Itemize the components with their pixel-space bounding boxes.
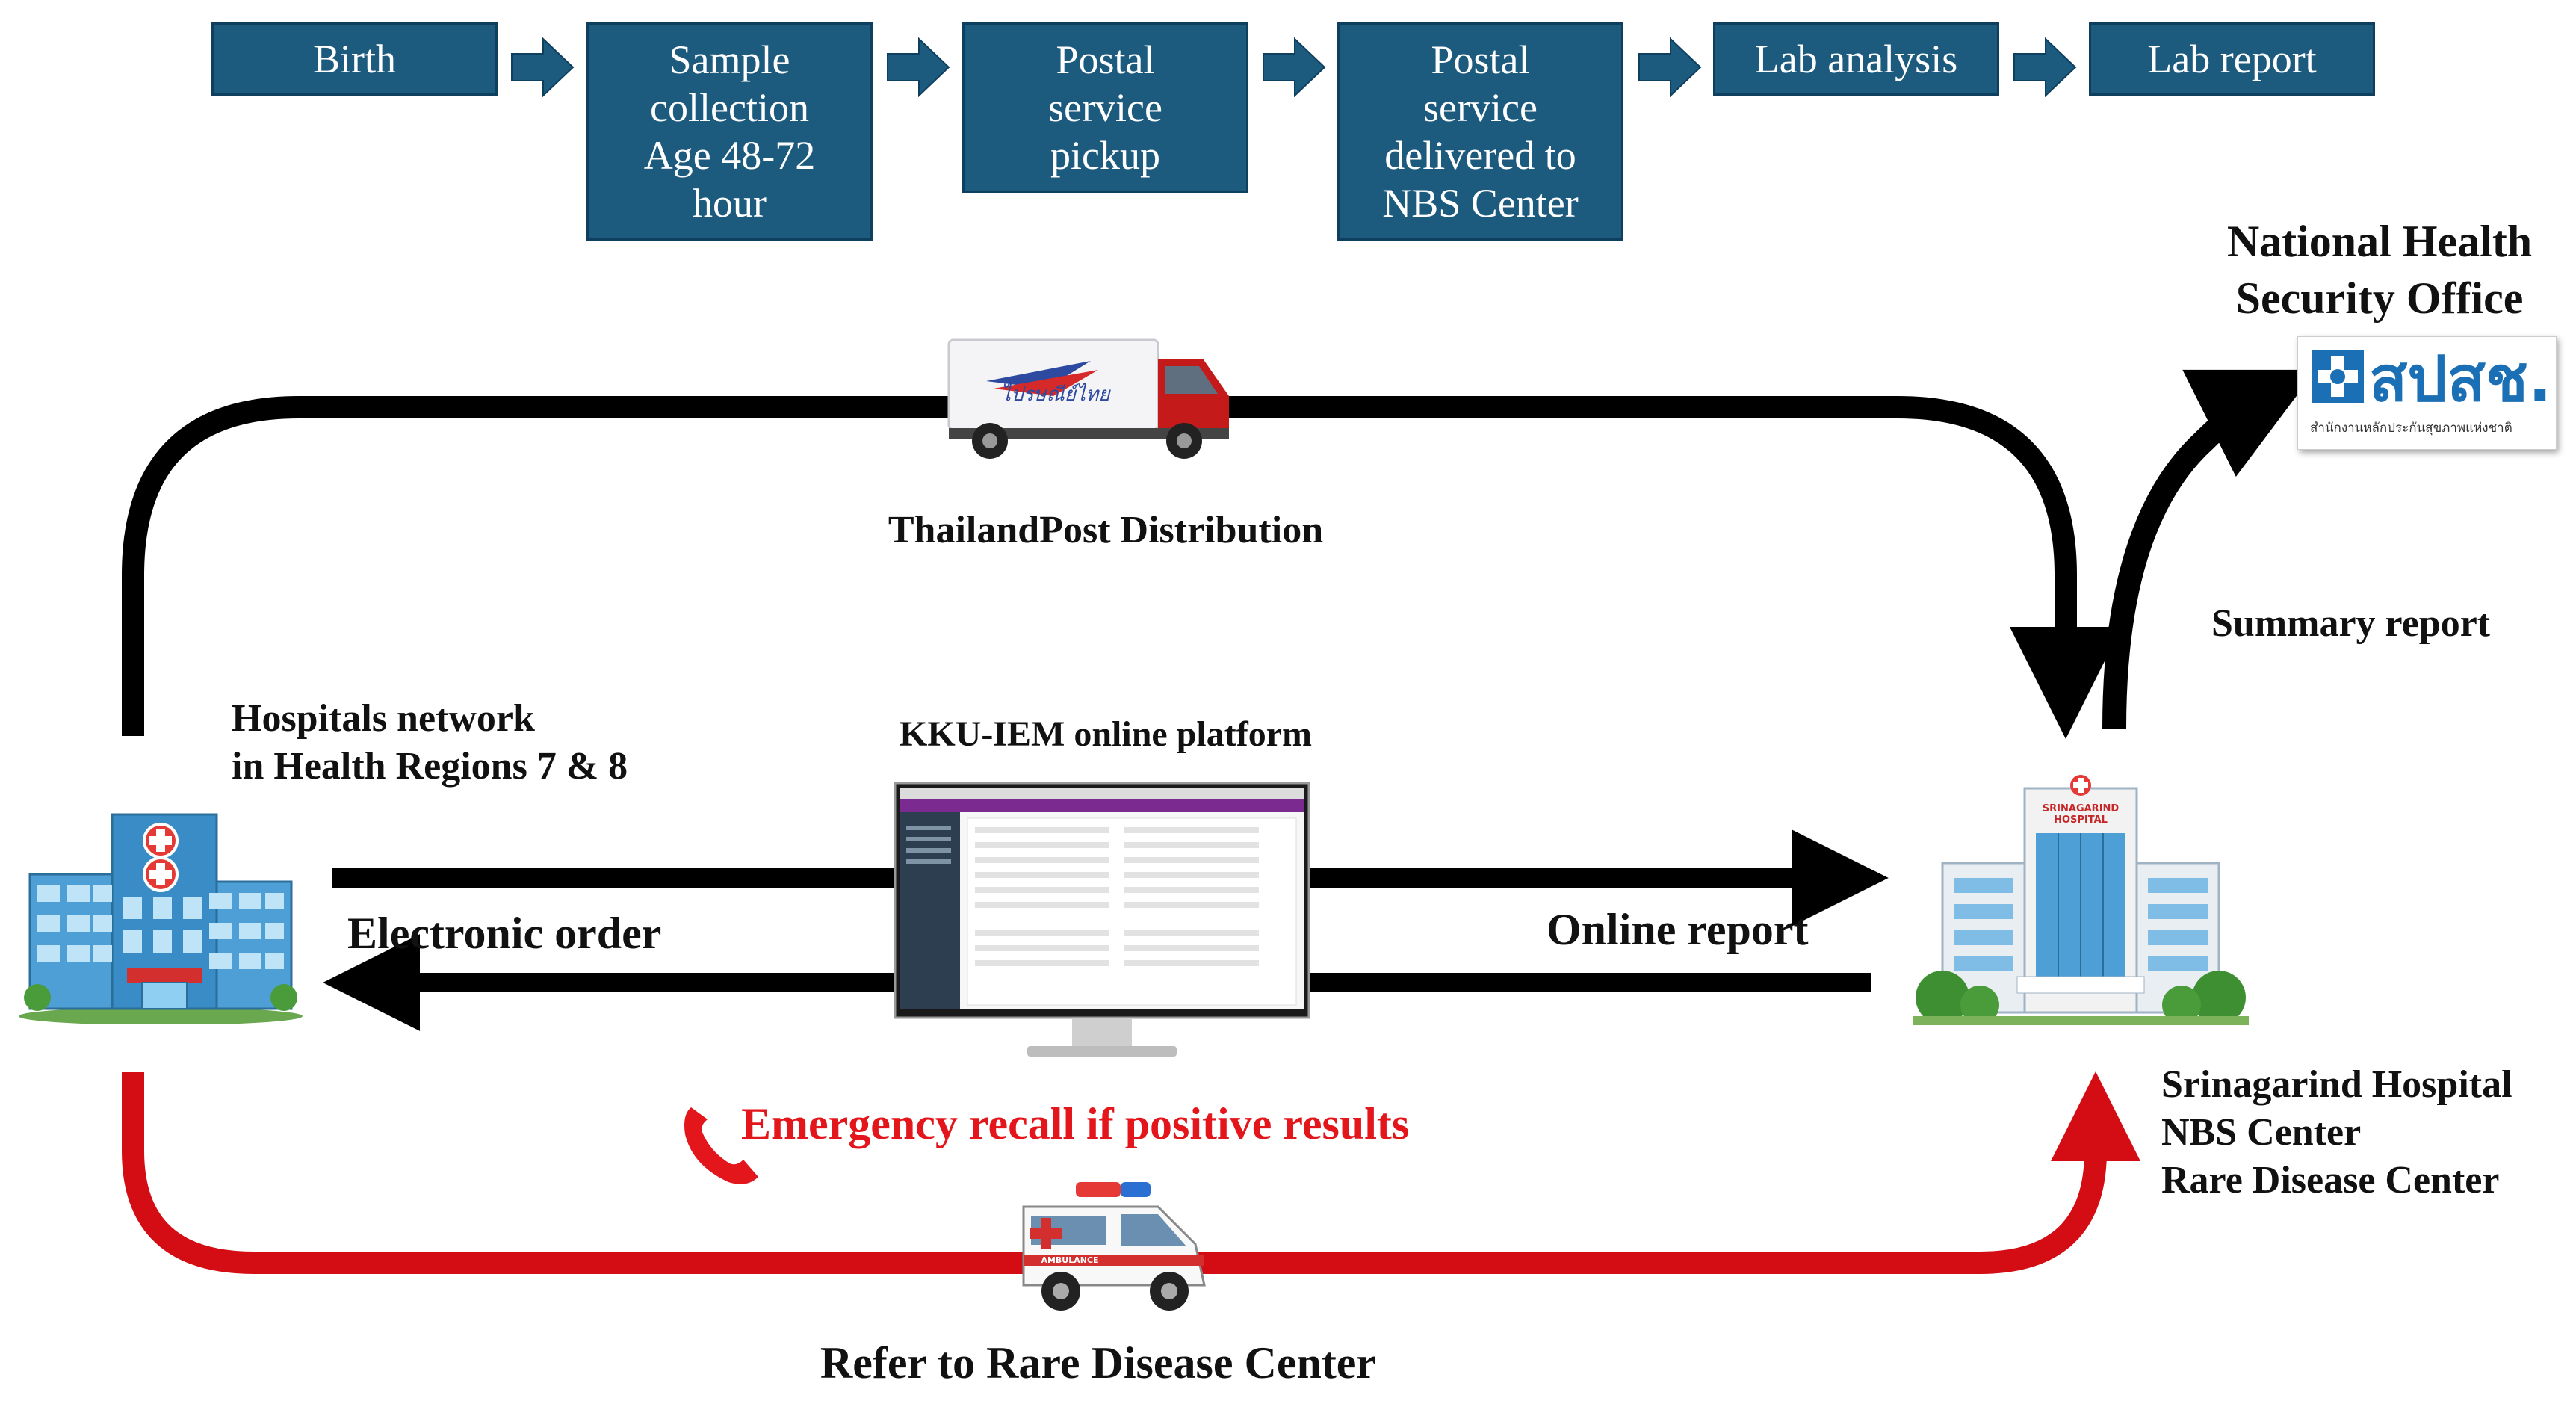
platform-label: KKU-IEM online platform [900, 714, 1312, 754]
nhso-logo: สปสช. สำนักงานหลักประกันสุขภาพแห่งชาติ [2297, 336, 2557, 450]
computer-monitor-icon [893, 781, 1311, 1069]
ambulance-icon: AMBULANCE [1009, 1173, 1218, 1323]
ambulance-text: AMBULANCE [1041, 1255, 1099, 1265]
refer-label: Refer to Rare Disease Center [820, 1338, 1377, 1388]
srinagarind-sign: SRINAGARIND HOSPITAL [2042, 803, 2120, 826]
summary-report-arrow [2102, 369, 2317, 729]
step-arrow-icon [511, 37, 575, 97]
electronic-order-label: Electronic order [347, 909, 662, 958]
nhso-logo-subtext: สำนักงานหลักประกันสุขภาพแห่งชาติ [2310, 421, 2512, 436]
nhso-logo-text: สปสช. [2369, 342, 2552, 415]
truck-icon: ไปรษณีย์ไทย [941, 333, 1240, 463]
step-lab-analysis: Lab analysis [1713, 22, 1999, 96]
step-postal-pickup: Postal service pickup [962, 22, 1248, 193]
emergency-recall-label: Emergency recall if positive results [741, 1099, 1410, 1148]
step-arrow-icon [1263, 37, 1326, 97]
nhso-title: National Health Security Office [2226, 217, 2533, 323]
hospitals-network-label: Hospitals network in Health Regions 7 & … [232, 697, 628, 788]
phone-icon [676, 1098, 770, 1192]
srinagarind-label: Srinagarind Hospital NBS Center Rare Dis… [2161, 1063, 2512, 1202]
step-arrow-icon [1638, 37, 1702, 97]
step-sample-collection: Sample collection Age 48-72 hour [586, 22, 873, 241]
step-arrow-icon [887, 37, 950, 97]
post-distribution-label: ThailandPost Distribution [888, 509, 1324, 551]
online-report-label: Online report [1546, 905, 1809, 954]
step-lab-report: Lab report [2089, 22, 2375, 96]
step-postal-delivered: Postal service delivered to NBS Center [1337, 22, 1623, 241]
step-arrow-icon [2013, 37, 2077, 97]
summary-report-label: Summary report [2211, 602, 2491, 645]
truck-logo-text: ไปรษณีย์ไทย [1001, 383, 1110, 406]
srinagarind-hospital-icon: SRINAGARIND HOSPITAL [1913, 773, 2249, 1027]
step-birth: Birth [211, 22, 498, 96]
hospital-building-icon [15, 800, 306, 1025]
